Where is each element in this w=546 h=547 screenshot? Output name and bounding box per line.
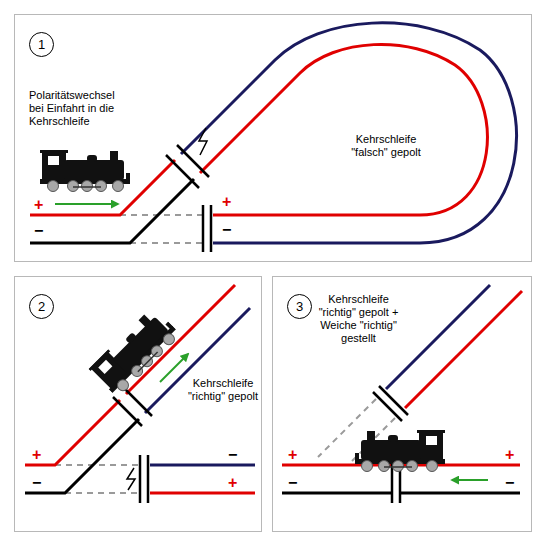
diagram-panel: 1Polaritätswechsel bei Einfahrt in die K… <box>14 14 532 262</box>
insulating-joint <box>373 392 402 421</box>
short-circuit-flash <box>127 468 135 490</box>
polarity-sign: + <box>505 446 514 463</box>
rail-positive <box>25 400 120 465</box>
panel-1-tracks <box>30 23 516 252</box>
panel-caption: Kehrschleife "richtig" gepolt + Weiche "… <box>311 293 406 345</box>
polarity-sign: − <box>222 221 231 238</box>
polarity-sign: − <box>32 474 41 491</box>
polarity-sign: + <box>32 446 41 463</box>
short-circuit-flash <box>199 128 207 155</box>
direction-arrow <box>160 354 188 382</box>
locomotive <box>355 430 445 472</box>
loop-rail-inner <box>200 44 487 215</box>
insulating-joint <box>166 155 199 188</box>
insulating-joint <box>210 205 213 252</box>
polarity-sign: + <box>288 446 297 463</box>
polarity-sign: − <box>34 222 43 239</box>
panel-caption: Kehrschleife "richtig" gepolt <box>187 377 259 403</box>
rail-negative <box>25 419 139 493</box>
loop-rail <box>150 464 255 467</box>
panel-caption: Kehrschleife "falsch" gepolt <box>336 133 436 159</box>
direction-arrow <box>55 203 118 205</box>
panel-caption: Polaritätswechsel bei Einfahrt in die Ke… <box>29 89 129 128</box>
polarity-sign: − <box>288 474 297 491</box>
step-number: 1 <box>29 32 54 57</box>
polarity-sign: − <box>505 474 514 491</box>
step-label: 2 <box>30 295 53 318</box>
switch-leg-dashed <box>120 214 203 216</box>
loop-rail <box>150 492 255 495</box>
switch-leg-dashed <box>65 492 140 494</box>
locomotive <box>40 150 130 192</box>
direction-arrow <box>452 479 488 481</box>
insulating-joint <box>379 386 408 415</box>
panel-3-tracks <box>282 285 522 503</box>
insulating-joint <box>139 455 142 503</box>
diagram-panel: 2Kehrschleife "richtig" gepolt <box>14 276 262 532</box>
polarity-sign: + <box>222 193 231 210</box>
loop-rail-outer <box>181 23 516 243</box>
step-label: 3 <box>288 295 311 318</box>
locomotive <box>88 305 181 398</box>
insulating-joint <box>123 387 152 416</box>
rail-negative <box>282 492 392 495</box>
insulating-joint <box>177 145 209 177</box>
polarity-sign: + <box>228 474 237 491</box>
step-label: 1 <box>30 33 53 56</box>
insulating-joint <box>147 455 150 503</box>
rail-negative <box>400 492 520 495</box>
loop-rail <box>405 291 522 408</box>
switch-leg-dashed <box>130 242 203 244</box>
polarity-sign: − <box>228 446 237 463</box>
polarity-sign: + <box>34 196 43 213</box>
step-number: 2 <box>29 294 54 319</box>
step-number: 3 <box>287 294 312 319</box>
switch-leg-dashed <box>55 464 140 466</box>
insulating-joint <box>202 205 205 252</box>
diagram-panel: 3Kehrschleife "richtig" gepolt + Weiche … <box>272 276 532 532</box>
